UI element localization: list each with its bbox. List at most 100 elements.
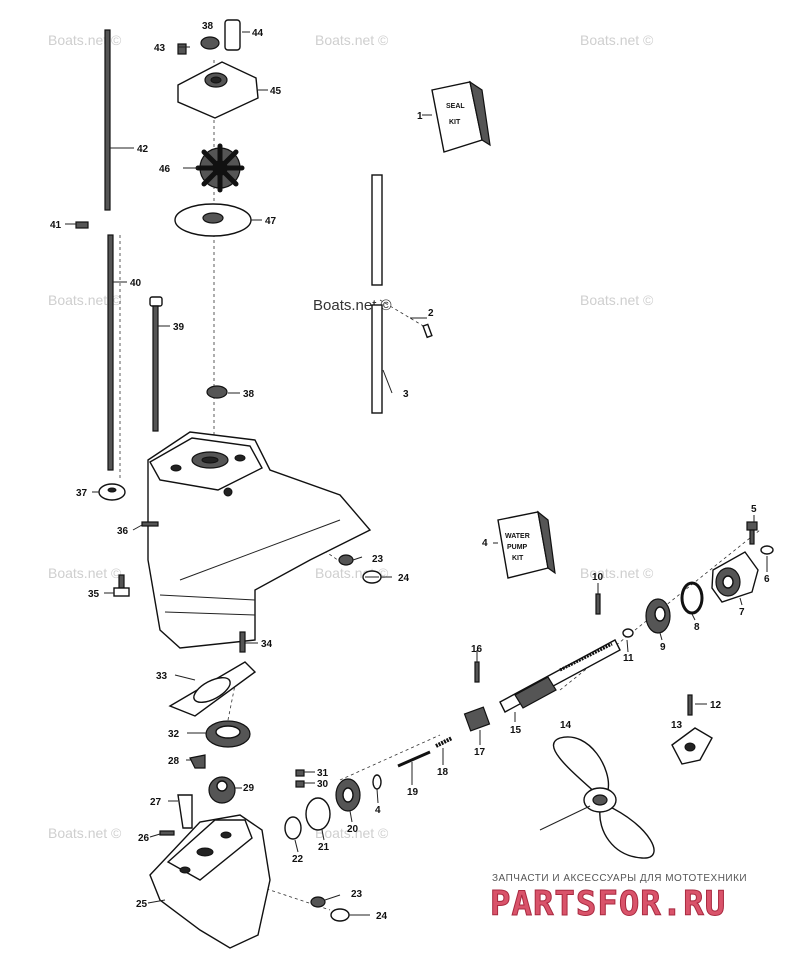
- screw: [330, 908, 350, 922]
- pin: [474, 661, 480, 683]
- screw: [113, 574, 130, 597]
- grommet: [98, 483, 126, 501]
- callout-3: 3: [403, 389, 409, 400]
- wear-plate: [174, 203, 252, 237]
- callout-27: 27: [150, 797, 162, 808]
- callout-45: 45: [270, 86, 282, 97]
- callout-35: 35: [88, 589, 100, 600]
- watermark: Boats.net ©: [580, 292, 654, 308]
- water-pump-kit-label: PUMP: [507, 544, 528, 551]
- washer: [622, 628, 634, 638]
- banner-logo: PARTSFOR.RU: [489, 884, 727, 925]
- propeller: [539, 736, 655, 859]
- watermark: Boats.net ©: [315, 32, 389, 48]
- callout-8: 8: [694, 622, 700, 633]
- bolt: [746, 521, 758, 545]
- callout-16: 16: [471, 644, 483, 655]
- lower-gear-housing: [149, 814, 271, 949]
- bearing: [205, 720, 251, 748]
- pin: [159, 830, 175, 836]
- reverse-gear: [645, 598, 671, 634]
- callout-24: 24: [376, 911, 388, 922]
- callout-10: 10: [592, 572, 604, 583]
- screw: [687, 694, 693, 716]
- callout-7: 7: [739, 607, 745, 618]
- pin: [141, 521, 159, 527]
- callout-47: 47: [265, 216, 277, 227]
- clutch-dog: [463, 706, 491, 732]
- callout-14: 14: [560, 720, 572, 731]
- callout-11: 11: [623, 653, 634, 664]
- callout-38: 38: [243, 389, 255, 400]
- watermark: Boats.net ©: [580, 565, 654, 581]
- shim: [284, 816, 302, 840]
- water-pump-kit-label: KIT: [512, 555, 524, 562]
- callout-40: 40: [130, 278, 142, 289]
- watermark: Boats.net ©: [48, 825, 122, 841]
- callout-37: 37: [76, 488, 88, 499]
- washer: [310, 896, 326, 908]
- washer: [338, 554, 354, 566]
- callout-26: 26: [138, 833, 150, 844]
- callout-29: 29: [243, 783, 255, 794]
- washer: [760, 545, 774, 555]
- callout-23: 23: [372, 554, 384, 565]
- callout-15: 15: [510, 725, 522, 736]
- callout-19: 19: [407, 787, 419, 798]
- callout-5: 5: [751, 504, 757, 515]
- washer: [295, 780, 305, 788]
- callout-1: 1: [417, 111, 423, 122]
- callout-30: 30: [317, 779, 329, 790]
- callout-43: 43: [154, 43, 166, 54]
- clip: [189, 754, 206, 769]
- watermark: Boats.net ©: [580, 32, 654, 48]
- callout-22: 22: [292, 854, 304, 865]
- anode: [671, 727, 713, 765]
- spring: [435, 736, 453, 748]
- callout-21: 21: [318, 842, 330, 853]
- gasket: [168, 661, 257, 717]
- watermark: Boats.net ©: [48, 32, 122, 48]
- callout-17: 17: [474, 747, 486, 758]
- pin: [422, 323, 433, 339]
- stud: [149, 296, 163, 432]
- shift-rod: [397, 750, 431, 768]
- seal-kit-label: KIT: [449, 119, 461, 126]
- nut: [295, 769, 305, 777]
- callout-33: 33: [156, 671, 168, 682]
- seal-kit-box: SEAL KIT: [431, 80, 491, 153]
- impeller: [195, 143, 245, 193]
- callout-39: 39: [173, 322, 185, 333]
- water-pump-kit-box: WATER PUMP KIT: [497, 510, 556, 579]
- gear-housing: [147, 431, 372, 649]
- callout-20: 20: [347, 824, 359, 835]
- callout-13: 13: [671, 720, 683, 731]
- water-tube-assembly: [177, 19, 241, 55]
- water-tube: [75, 29, 114, 471]
- callout-28: 28: [168, 756, 180, 767]
- pin: [595, 593, 601, 615]
- retaining-ring: [372, 774, 382, 790]
- water-pump-kit-label: WATER: [505, 533, 530, 540]
- callout-34: 34: [261, 639, 273, 650]
- banner-subtitle: ЗАПЧАСТИ И АКСЕССУАРЫ ДЛЯ МОТОТЕХНИКИ: [492, 873, 748, 884]
- bearing-carrier: [711, 551, 759, 603]
- callout-31: 31: [317, 768, 329, 779]
- drive-shaft: [371, 174, 383, 414]
- watermark: Boats.net ©: [48, 565, 122, 581]
- callout-numbers: 1 2 3 4 4 5 6 7 8 9 10 11 12 13 14 15 16…: [50, 21, 770, 922]
- callout-24: 24: [398, 573, 410, 584]
- watermark: Boats.net ©: [48, 292, 122, 308]
- callout-23: 23: [351, 889, 363, 900]
- leader-lines: [65, 31, 768, 916]
- seal: [206, 385, 228, 399]
- callout-25: 25: [136, 899, 148, 910]
- stud: [239, 631, 246, 653]
- callout-4: 4: [375, 805, 381, 816]
- bearing: [305, 797, 331, 831]
- water-pump-housing: [177, 61, 259, 119]
- forward-gear: [335, 778, 361, 812]
- callout-38: 38: [202, 21, 214, 32]
- o-ring: [680, 581, 704, 615]
- callout-12: 12: [710, 700, 722, 711]
